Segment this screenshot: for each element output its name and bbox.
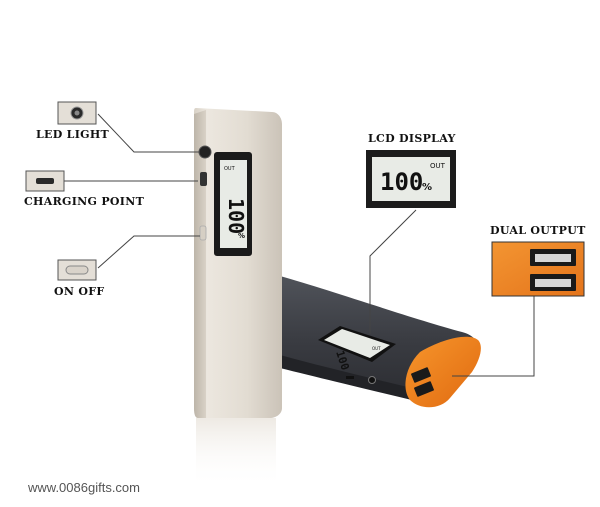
led-light-port	[198, 145, 212, 159]
lcd-display-label: LCD DISPLAY	[368, 132, 456, 145]
dual-output-label: DUAL OUTPUT	[490, 224, 586, 237]
lcd-percent: 100	[380, 168, 423, 196]
led-light-label: LED LIGHT	[36, 128, 110, 141]
callout-lines	[64, 113, 535, 377]
reflection	[196, 418, 276, 488]
dark-unit-lcd: 100 OUT	[318, 326, 396, 372]
white-power-bank: 100 OUT %	[194, 108, 282, 418]
svg-text:100: 100	[224, 198, 248, 234]
lcd-out: OUT	[430, 162, 446, 170]
led-light-thumb	[57, 101, 97, 125]
on-off-label: ON OFF	[54, 285, 105, 298]
svg-text:%: %	[238, 232, 245, 240]
lcd-unit: %	[422, 182, 432, 193]
svg-text:OUT: OUT	[372, 346, 381, 351]
watermark-url: www.0086gifts.com	[28, 480, 140, 495]
charging-port	[200, 172, 207, 186]
svg-text:100: 100	[333, 349, 352, 372]
dual-output-thumb	[491, 241, 585, 297]
on-off-thumb	[57, 259, 97, 281]
svg-text:OUT: OUT	[224, 166, 236, 172]
charging-point-label: CHARGING POINT	[24, 195, 145, 208]
lcd-display-thumb: 100 % OUT	[366, 150, 456, 208]
charging-point-thumb	[25, 170, 65, 192]
on-off-switch	[199, 225, 207, 241]
dark-power-bank: 100 OUT	[280, 276, 481, 408]
